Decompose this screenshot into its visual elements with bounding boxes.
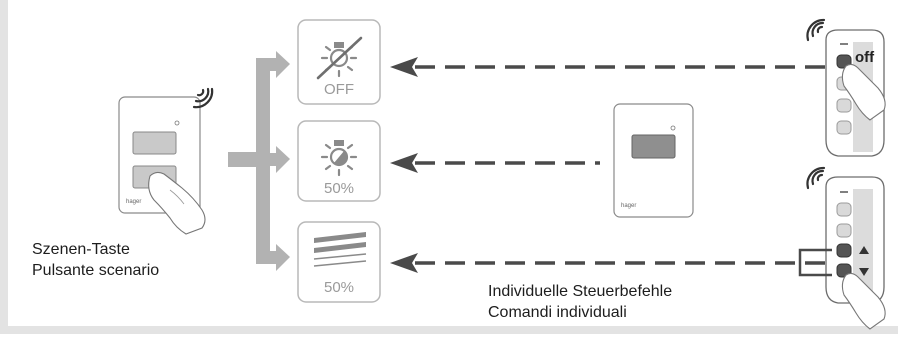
blind-slats-icon — [313, 232, 367, 267]
remote-top — [825, 29, 886, 157]
scene-switch — [118, 96, 206, 235]
individual-bracket — [798, 248, 832, 277]
crossed-bulb-icon — [316, 36, 363, 80]
wall-switch — [613, 103, 694, 218]
dashed-arrow-blind — [390, 253, 832, 273]
tile-light-off-label: OFF — [324, 81, 354, 98]
remote-off-label: off — [855, 49, 875, 66]
arrow-down-icon — [859, 268, 869, 276]
individual-commands-label-de: Individuelle Steuerbefehle — [488, 283, 673, 300]
signal-waves-icon — [192, 87, 214, 109]
tile-light-dim-label: 50% — [323, 180, 355, 197]
scene-button-label-de: Szenen-Taste — [32, 241, 130, 258]
distribution-arrow — [228, 51, 290, 271]
remote-bottom — [825, 176, 886, 330]
dashed-arrow-off — [390, 57, 825, 77]
signal-waves-icon — [806, 18, 826, 42]
tile-blind-label: 50% — [323, 279, 355, 296]
wall-switch-brand: hager — [621, 203, 637, 209]
scene-button-label-it: Pulsante scenario — [32, 262, 160, 279]
arrow-up-icon — [859, 246, 869, 254]
scene-switch-brand: hager — [126, 199, 142, 205]
individual-commands-label-it: Comandi individuali — [488, 304, 627, 321]
signal-waves-icon — [806, 166, 826, 190]
dashed-arrow-dim — [390, 153, 600, 173]
bulb-icon — [320, 140, 358, 177]
